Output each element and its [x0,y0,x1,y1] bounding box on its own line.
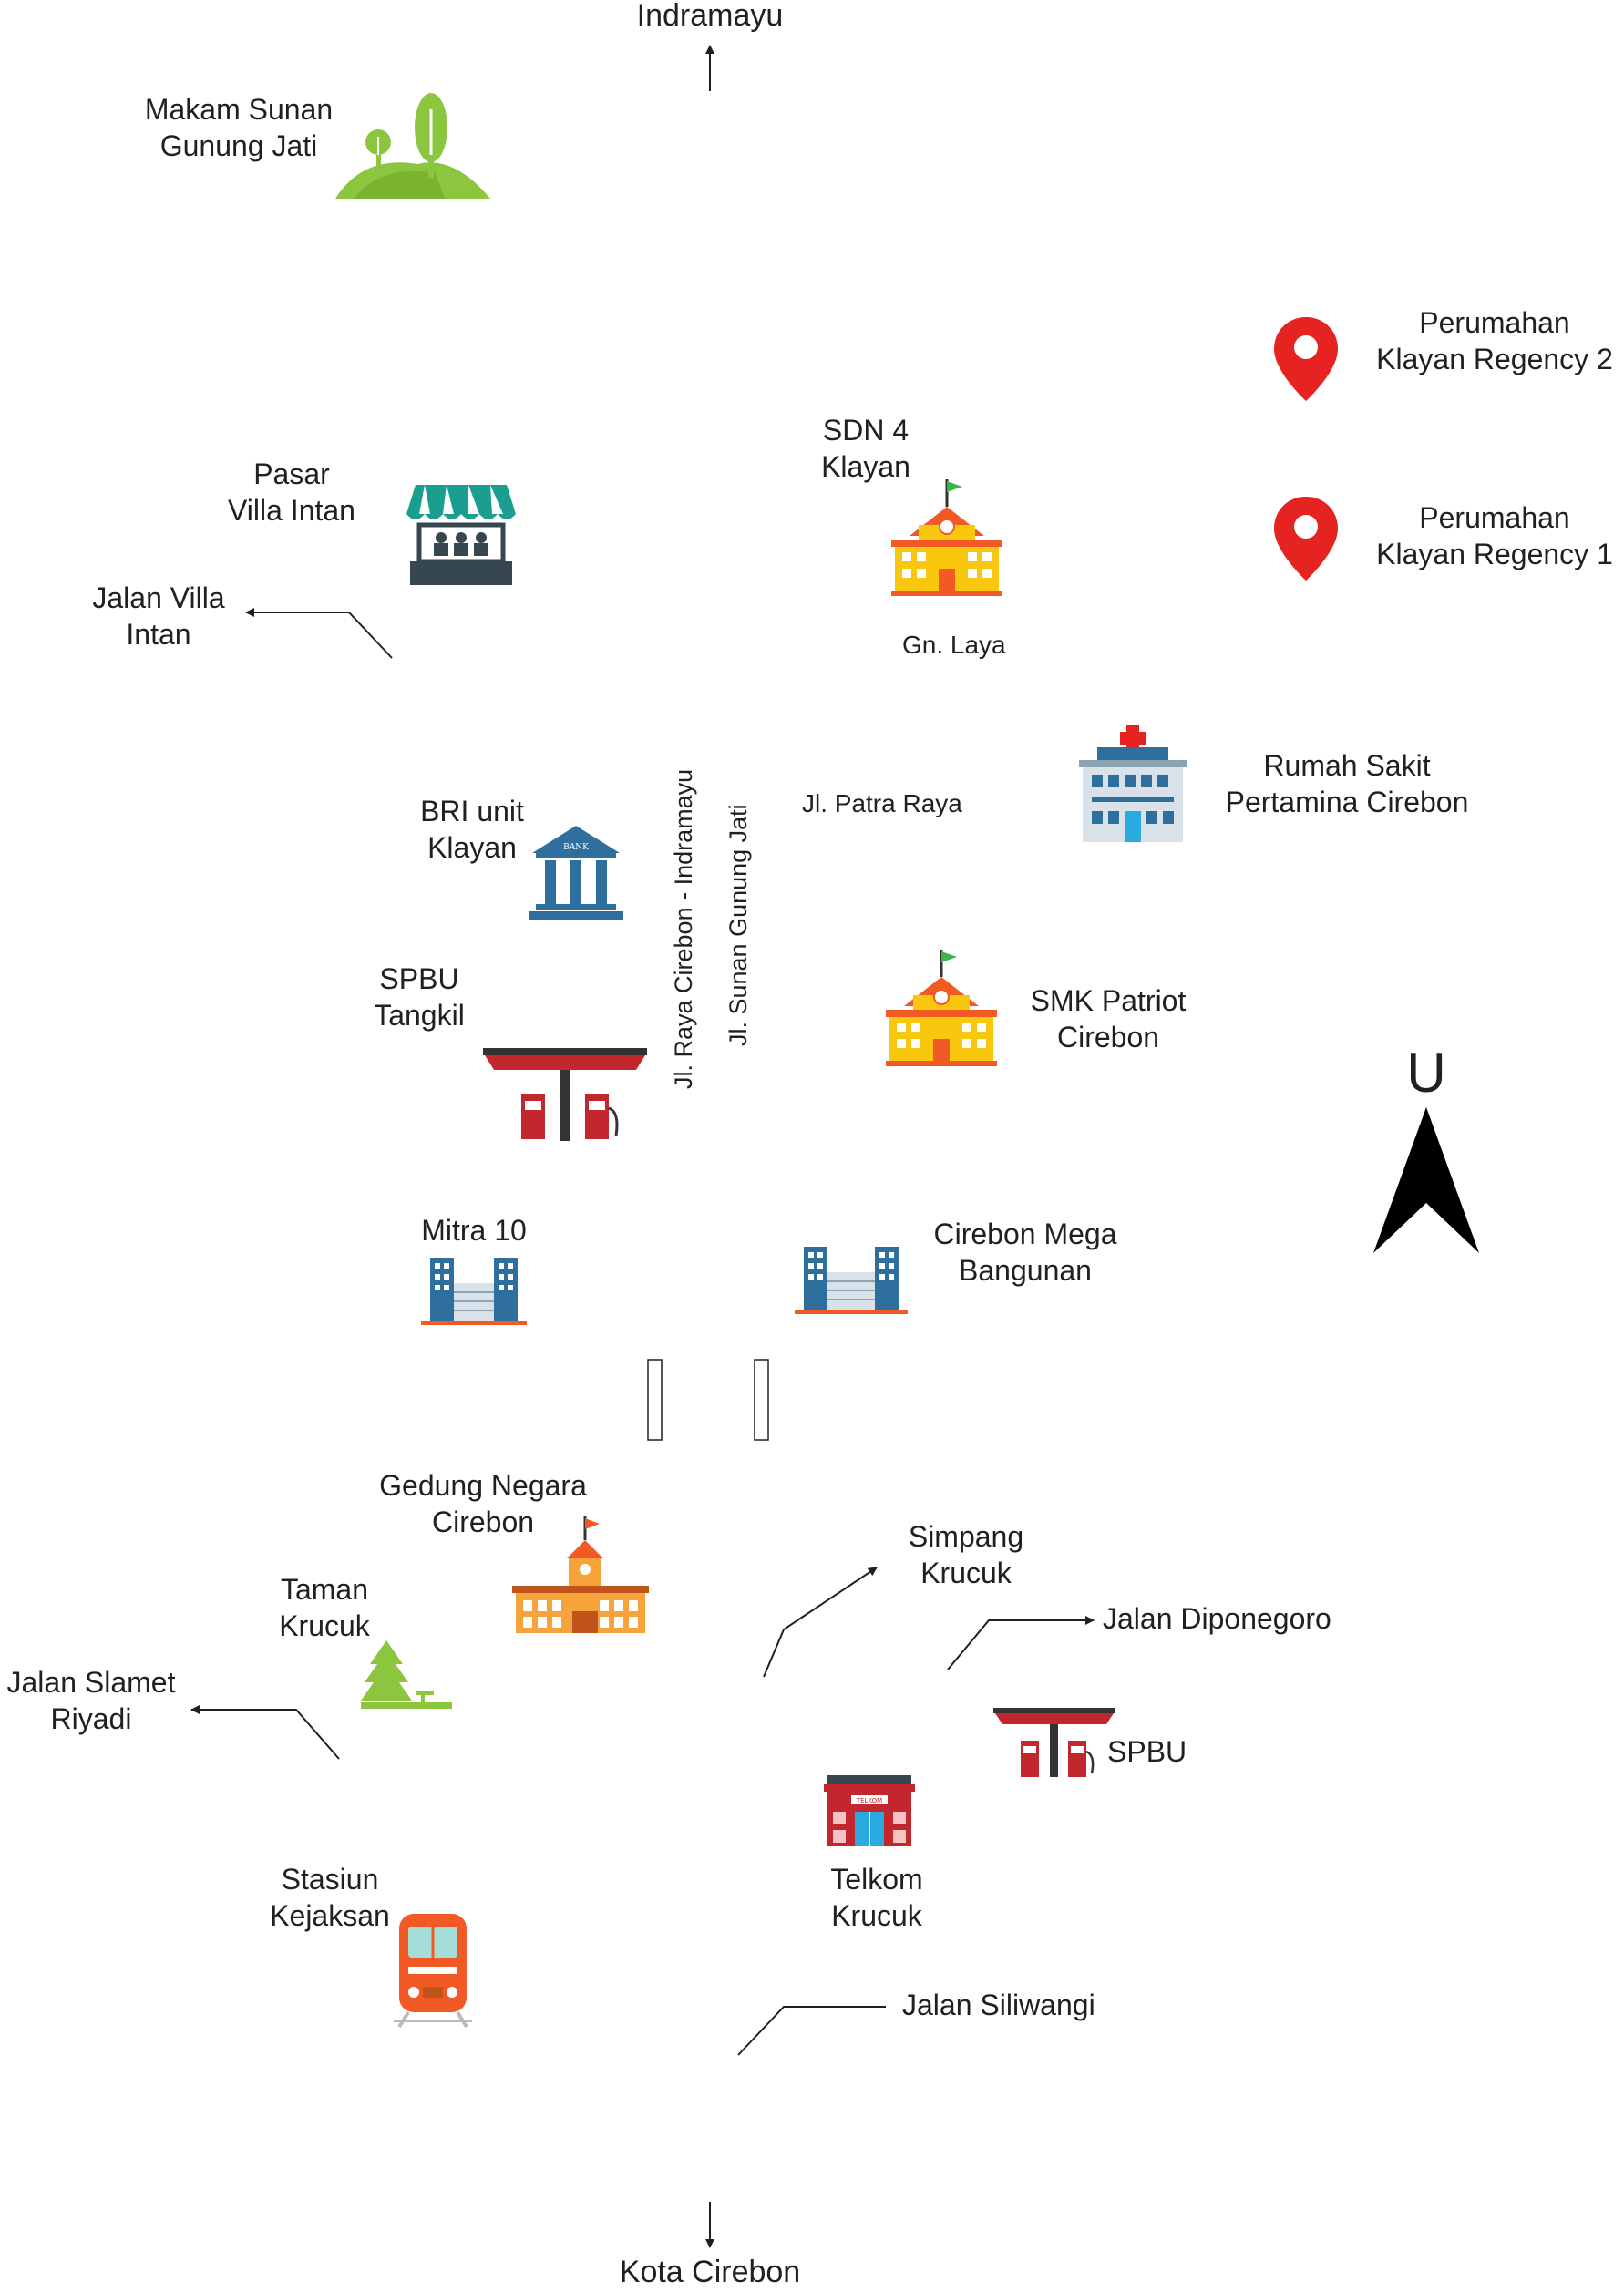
park-hill-icon [335,93,490,199]
telkom-building-icon: TELKOM [824,1775,915,1846]
diponegoro-road-line [947,1616,1095,1670]
north-city-label: Indramayu [636,0,784,33]
park-tree-icon [361,1640,452,1709]
road-label-sunan: Jl. Sunan Gunung Jati [725,804,752,1046]
compass-letter: U [1406,1043,1446,1104]
simpang-krucuk-road-line [763,1567,878,1678]
svg-text:BANK: BANK [563,843,589,852]
bank-icon: BANK [529,826,623,920]
store-building-icon [421,1258,527,1325]
store-building-icon [795,1247,908,1314]
train-icon [394,1914,472,2029]
compass-arrow-icon [1373,1107,1479,1253]
school-icon [891,479,1002,596]
gas-station-icon [483,1048,647,1141]
label-jalan-siliwangi: Jalan Siliwangi [902,1989,1095,2021]
hospital-icon [1079,725,1187,842]
gas-station-icon [993,1708,1115,1777]
road-label-raya: Jl. Raya Cirebon - Indramayu [670,768,697,1089]
road-label-patra: Jl. Patra Raya [802,789,962,817]
road-label-gn-laya: Gn. Laya [902,631,1006,659]
svg-text:TELKOM: TELKOM [856,1797,882,1804]
slamet-riyadi-road-line [190,1705,340,1760]
villa-intan-road-line [245,608,393,659]
market-stall-icon [406,485,516,585]
government-building-icon [512,1516,649,1633]
label-spbu: SPBU [1107,1735,1187,1768]
label-mitra10: Mitra 10 [421,1214,527,1247]
siliwangi-road-line [737,2006,886,2056]
location-pin-icon [1274,317,1338,401]
south-city-label: Kota Cirebon [619,2255,801,2289]
school-icon [886,950,997,1066]
label-jalan-diponegoro: Jalan Diponegoro [1103,1602,1331,1635]
median-marker-left [647,1359,663,1441]
location-pin-icon [1274,497,1338,581]
median-marker-right [754,1359,769,1441]
